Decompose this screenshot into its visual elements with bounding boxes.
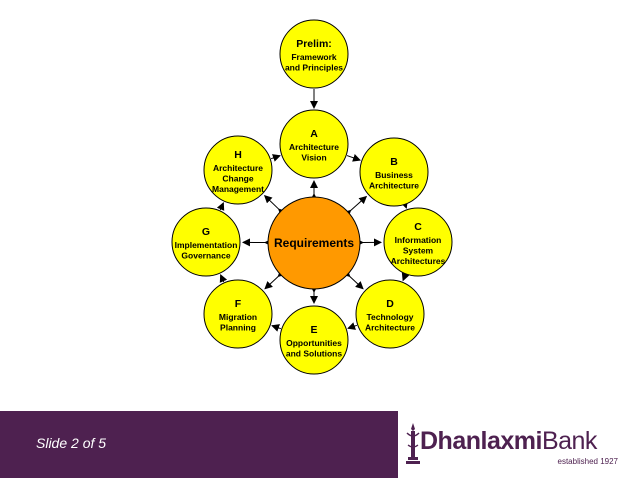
phase-line-a-1: Vision	[301, 153, 326, 163]
phase-title-b: B	[390, 156, 398, 168]
phase-line-prelim-0: Framework	[291, 52, 337, 62]
phase-line-a-0: Architecture	[289, 142, 339, 152]
phase-line-g-0: Implementation	[175, 240, 238, 250]
brand-tagline: established 1927	[557, 457, 619, 466]
arrow-b-c	[400, 200, 408, 209]
footer-brand-area	[402, 411, 638, 478]
phase-title-c: C	[414, 221, 422, 233]
phase-circle-d	[355, 279, 425, 349]
arrow-a-b	[346, 154, 361, 162]
phase-circle-h	[203, 135, 273, 205]
phase-line-e-1: and Solutions	[286, 349, 342, 359]
phase-title-d: D	[386, 298, 394, 310]
phase-line-f-0: Migration	[219, 312, 257, 322]
phase-title-h: H	[234, 149, 242, 161]
phase-line-d-1: Architecture	[365, 323, 415, 333]
arrow-e-f	[271, 324, 282, 332]
arrow-c-d	[401, 272, 410, 282]
phase-title-g: G	[202, 226, 210, 238]
phase-circle-f	[203, 279, 273, 349]
spoke-f	[264, 268, 287, 290]
requirements-node	[267, 196, 361, 290]
phase-title-e: E	[310, 324, 317, 336]
phase-circle-e	[279, 305, 349, 375]
brand-logo: DhanlaxmiBank established 1927	[420, 423, 620, 467]
footer-band: Slide 2 of 5 DhanlaxmiBank established 1…	[0, 411, 638, 478]
arrow-g-h	[216, 201, 225, 211]
phase-circle-prelim	[279, 19, 349, 89]
arrow-f-g	[219, 273, 228, 283]
phase-line-prelim-1: and Principles	[285, 63, 343, 73]
phase-title-f: F	[235, 298, 242, 310]
phase-line-c-2: Architectures	[391, 256, 446, 266]
phase-line-f-1: Planning	[220, 323, 256, 333]
slide-number: Slide 2 of 5	[36, 435, 107, 451]
phase-line-h-2: Management	[212, 184, 264, 194]
phase-line-c-0: Information	[395, 235, 442, 245]
phase-line-b-0: Business	[375, 170, 413, 180]
phase-title-prelim: Prelim:	[296, 38, 332, 50]
phase-line-g-1: Governance	[181, 251, 230, 261]
phase-line-h-0: Architecture	[213, 163, 263, 173]
phase-line-b-1: Architecture	[369, 181, 419, 191]
phase-line-c-1: System	[403, 245, 434, 255]
phase-circle-b	[359, 137, 429, 207]
phase-circle-c	[383, 207, 453, 277]
spoke-d	[341, 268, 364, 290]
phase-circle-g	[171, 207, 241, 277]
phase-line-h-1: Change	[222, 173, 253, 183]
arrow-h-a	[270, 154, 281, 162]
footer-divider	[398, 411, 402, 478]
phase-line-d-0: Technology	[366, 312, 413, 322]
brand-name: DhanlaxmiBank	[420, 427, 597, 455]
spoke-h	[263, 194, 287, 217]
phase-circle-a	[279, 109, 349, 179]
lamp-logo-icon	[406, 423, 420, 464]
phase-title-a: A	[310, 128, 318, 140]
connectors	[216, 89, 410, 332]
phase-line-e-0: Opportunities	[286, 338, 342, 348]
spoke-b	[342, 195, 368, 219]
requirements-label: Requirements	[274, 236, 354, 250]
arrow-d-e	[347, 322, 358, 330]
